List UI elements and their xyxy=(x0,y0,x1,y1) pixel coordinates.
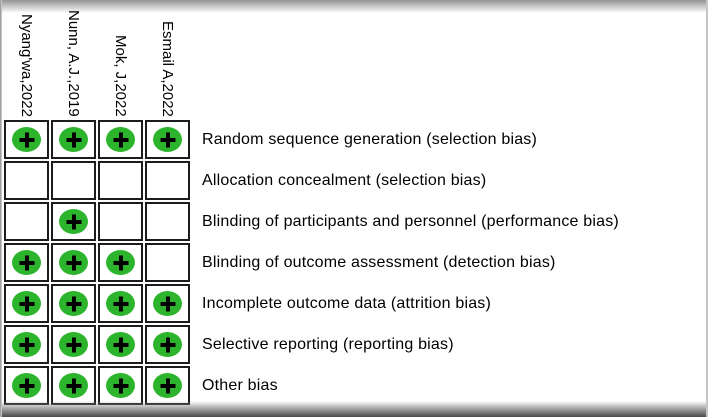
bias-row-label: Blinding of outcome assessment (detectio… xyxy=(202,253,556,271)
bias-row-label: Blinding of participants and personnel (… xyxy=(202,212,619,230)
risk-cell xyxy=(4,202,49,241)
risk-cell xyxy=(51,366,96,405)
low-risk-plus-icon xyxy=(153,332,182,357)
risk-cell xyxy=(98,161,143,200)
risk-cell xyxy=(51,325,96,364)
low-risk-plus-icon xyxy=(106,373,135,398)
risk-cell xyxy=(98,243,143,282)
low-risk-plus-icon xyxy=(59,209,88,234)
bias-row-label: Other bias xyxy=(202,376,278,394)
study-header: Mok, J,2022 xyxy=(98,0,143,120)
risk-cell xyxy=(4,120,49,159)
risk-cell xyxy=(51,120,96,159)
risk-cell xyxy=(51,243,96,282)
risk-cell xyxy=(98,325,143,364)
risk-cell xyxy=(145,120,190,159)
low-risk-plus-icon xyxy=(59,291,88,316)
risk-cell xyxy=(4,325,49,364)
bias-row-label: Allocation concealment (selection bias) xyxy=(202,171,487,189)
frame-left-edge xyxy=(0,0,2,417)
study-header-label: Mok, J,2022 xyxy=(112,35,129,117)
risk-cell xyxy=(145,161,190,200)
risk-cell xyxy=(145,243,190,282)
risk-cell xyxy=(4,366,49,405)
risk-cell xyxy=(98,120,143,159)
low-risk-plus-icon xyxy=(59,373,88,398)
low-risk-plus-icon xyxy=(59,250,88,275)
risk-cell xyxy=(145,325,190,364)
risk-cell xyxy=(4,243,49,282)
risk-cell xyxy=(51,284,96,323)
low-risk-plus-icon xyxy=(12,373,41,398)
risk-cell xyxy=(98,284,143,323)
low-risk-plus-icon xyxy=(12,291,41,316)
risk-cell xyxy=(145,366,190,405)
low-risk-plus-icon xyxy=(153,291,182,316)
low-risk-plus-icon xyxy=(106,291,135,316)
low-risk-plus-icon xyxy=(106,250,135,275)
bias-row-labels: Random sequence generation (selection bi… xyxy=(202,120,619,405)
frame-bottom-edge xyxy=(0,401,708,417)
frame-right-edge xyxy=(706,0,708,417)
bias-row-label: Selective reporting (reporting bias) xyxy=(202,335,454,353)
risk-cell xyxy=(145,284,190,323)
risk-cell xyxy=(4,161,49,200)
low-risk-plus-icon xyxy=(106,127,135,152)
low-risk-plus-icon xyxy=(59,332,88,357)
risk-cell xyxy=(98,202,143,241)
study-header-label: Nyang'wa,2022 xyxy=(18,14,35,117)
study-header: Nyang'wa,2022 xyxy=(4,0,49,120)
study-header-label: Nunn, A.J.,2019 xyxy=(65,10,82,117)
frame-top-edge xyxy=(0,0,708,13)
low-risk-plus-icon xyxy=(12,332,41,357)
risk-cell xyxy=(4,284,49,323)
risk-cell xyxy=(98,366,143,405)
low-risk-plus-icon xyxy=(153,373,182,398)
low-risk-plus-icon xyxy=(106,332,135,357)
risk-cell xyxy=(51,202,96,241)
low-risk-plus-icon xyxy=(12,250,41,275)
low-risk-plus-icon xyxy=(153,127,182,152)
study-header: Nunn, A.J.,2019 xyxy=(51,0,96,120)
study-headers: Nyang'wa,2022 Nunn, A.J.,2019 Mok, J,2022 E… xyxy=(4,0,190,120)
low-risk-plus-icon xyxy=(59,127,88,152)
bias-row-label: Incomplete outcome data (attrition bias) xyxy=(202,294,492,312)
study-header-label: Esmail A,2022 xyxy=(159,21,176,117)
study-header: Esmail A,2022 xyxy=(145,0,190,120)
low-risk-plus-icon xyxy=(12,127,41,152)
bias-row-label: Random sequence generation (selection bi… xyxy=(202,130,538,148)
risk-cell xyxy=(51,161,96,200)
risk-cell xyxy=(145,202,190,241)
judgement-grid xyxy=(4,120,190,405)
